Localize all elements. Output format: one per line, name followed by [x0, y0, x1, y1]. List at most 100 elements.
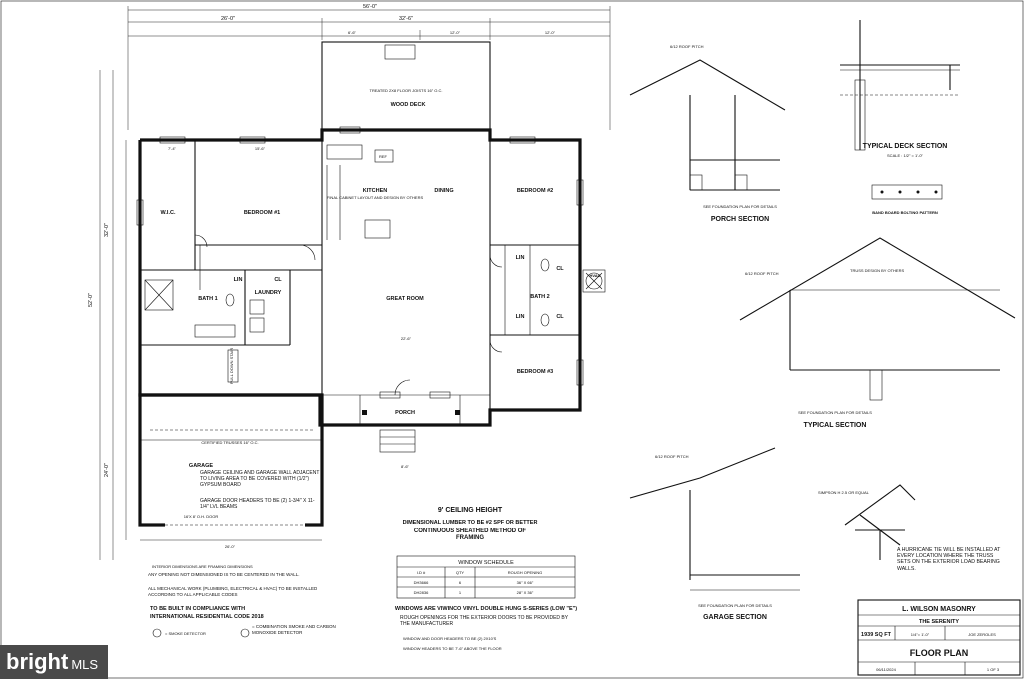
- compliance-line-1: TO BE BUILT IN COMPLIANCE WITH: [150, 606, 245, 612]
- kitchen-note: FINAL CABINET LAYOUT AND DESIGN BY OTHER…: [327, 195, 424, 200]
- smoke-detector-icon: [152, 628, 162, 638]
- truss-design-note: TRUSS DESIGN BY OTHERS: [850, 268, 904, 273]
- band-board-title: BAND BOARD BOLTING PATTERN: [872, 210, 938, 215]
- window-schedule-title: WINDOW SCHEDULE: [458, 560, 514, 566]
- ws-header-ro: ROUGH OPENING: [508, 570, 542, 575]
- porch-steps: [362, 410, 460, 453]
- pull-down-stair-label: PULL DOWN STAIR: [229, 348, 234, 384]
- house-walls: [138, 128, 582, 527]
- typical-section-ref: SEE FOUNDATION PLAN FOR DETAILS: [798, 410, 872, 415]
- drawing-date: 06/11/2024: [876, 667, 896, 672]
- porch-section: 6/12 ROOF PITCH SEE FOUNDATION PLAN FOR …: [629, 44, 786, 223]
- kitchen-fixtures: [326, 144, 394, 240]
- laundry-label: LAUNDRY: [255, 290, 282, 296]
- ws-row1-ro: 36" X 66": [517, 580, 534, 585]
- bullet-notes: INTERIOR DIMENSIONS ARE FRAMING DIMENSIO…: [148, 564, 336, 638]
- drawn-by: JOE ZEROLES: [968, 632, 996, 637]
- closet1-label: CL: [274, 277, 282, 283]
- mid-top-dimension: 32'-6": [399, 16, 413, 22]
- porch-roof-pitch: 6/12 ROOF PITCH: [670, 44, 704, 49]
- bedroom2-label: BEDROOM #2: [517, 188, 553, 194]
- deck-width-1: 6'-6": [348, 30, 357, 35]
- top-dimensions: 56'-0" 26'-0" 32'-6" 6'-6" 12'-0" 12'-0": [127, 4, 611, 130]
- bullet-note-2: ANY OPENING NOT DIMENSIONED IS TO BE CEN…: [148, 572, 300, 577]
- ws-row2-qty: 1: [459, 590, 462, 595]
- ws-row1-qty: 6: [459, 580, 462, 585]
- garage-area: CERTIFIED TRUSSES 16" O.C. GARAGE GARAGE…: [140, 429, 322, 549]
- typical-section-title: TYPICAL SECTION: [804, 422, 867, 429]
- windows-note: WINDOWS ARE VIWINCO VINYL DOUBLE HUNG S-…: [395, 606, 577, 612]
- pull-down-stair: [227, 349, 239, 383]
- simpson-note: SIMPSON H 2.5 OR EQUAL: [818, 490, 870, 495]
- square-footage: 1939 SQ FT: [861, 632, 892, 638]
- kitchen-label: KITCHEN: [363, 188, 387, 194]
- co-detector-icon: [240, 628, 250, 638]
- bullet-note-1: INTERIOR DIMENSIONS ARE FRAMING DIMENSIO…: [152, 564, 253, 569]
- lumber-note: DIMENSIONAL LUMBER TO BE #2 SPF OR BETTE…: [403, 520, 538, 526]
- header-height-note: WINDOW HEADERS TO BE 7'-6" ABOVE THE FLO…: [403, 646, 502, 651]
- left-side-dimension-2: 32'-0": [104, 223, 110, 237]
- bath1-label: BATH 1: [198, 296, 217, 302]
- porch-width: 8'-6": [401, 464, 410, 469]
- bedroom1-width: 15'-6": [255, 146, 266, 151]
- ceiling-height-note: 9' CEILING HEIGHT: [438, 507, 503, 514]
- garage-door-label: 16'X 8' O.H. DOOR: [184, 514, 219, 519]
- hurricane-tie-detail: SIMPSON H 2.5 OR EQUAL A HURRICANE TIE W…: [818, 484, 1000, 572]
- bright-mls-watermark: bright MLS: [0, 645, 108, 679]
- deck-section-scale: SCALE : 1/2" = 1'-0": [887, 153, 924, 158]
- door-swings: [194, 234, 503, 396]
- wic-width: 7'-4": [168, 146, 177, 151]
- bullet-note-3: ALL MECHANICAL WORK (PLUMBING, ELECTRICA…: [148, 586, 318, 597]
- linen3-label: LIN: [516, 314, 525, 320]
- ws-row2-ro: 28" X 36": [517, 590, 534, 595]
- wic-label: W.I.C.: [161, 210, 176, 216]
- drawing-scale: 1/4"= 1'-0": [911, 632, 930, 637]
- framing-note: CONTINUOUS SHEATHED METHOD OF FRAMING: [413, 528, 527, 541]
- company-name: L. WILSON MASONRY: [902, 606, 976, 613]
- left-top-dimension: 26'-0": [221, 16, 235, 22]
- typical-roof-pitch: 6/12 ROOF PITCH: [745, 271, 779, 276]
- deck-section: TYPICAL DECK SECTION SCALE : 1/2" = 1'-0…: [840, 20, 960, 215]
- title-block: L. WILSON MASONRY THE SERENITY 1939 SQ F…: [857, 599, 1021, 676]
- windows: [136, 126, 584, 399]
- porch-section-ref: SEE FOUNDATION PLAN FOR DETAILS: [703, 204, 777, 209]
- bedroom3-label: BEDROOM #3: [517, 369, 553, 375]
- garage-label: GARAGE: [189, 463, 213, 469]
- deck-note: TREATED 2X8 FLOOR JOISTS 16" O.C.: [370, 88, 443, 93]
- linen2-label: LIN: [516, 255, 525, 261]
- closet3-label: CL: [556, 314, 564, 320]
- garage-section: 6/12 ROOF PITCH SEE FOUNDATION PLAN FOR …: [629, 447, 800, 621]
- overall-top-dimension: 56'-0": [363, 4, 377, 10]
- ref-label: REF: [379, 154, 388, 159]
- headers-note: WINDOW AND DOOR HEADERS TO BE (2) 2X10'S: [403, 636, 497, 641]
- ws-row2-id: DH2836: [414, 590, 429, 595]
- linen1-label: LIN: [234, 277, 243, 283]
- left-side-dimension-3: 24'-0": [104, 463, 110, 477]
- garage-roof-pitch: 6/12 ROOF PITCH: [655, 454, 689, 459]
- porch-section-title: PORCH SECTION: [711, 216, 769, 223]
- left-dimensions: 52'-0" 32'-0" 24'-0": [88, 70, 127, 560]
- smoke-detector-legend: = SMOKE DETECTOR: [165, 631, 206, 636]
- garage-section-title: GARAGE SECTION: [703, 614, 767, 621]
- rough-openings-note: ROUGH OPENINGS FOR THE EXTERIOR DOORS TO…: [400, 615, 568, 627]
- project-name: THE SERENITY: [919, 619, 959, 625]
- typical-section: 6/12 ROOF PITCH TRUSS DESIGN BY OTHERS S…: [739, 237, 1016, 429]
- hvac-label: HVAC: [589, 273, 600, 278]
- watermark-brand: bright: [6, 649, 69, 674]
- dining-label: DINING: [434, 188, 453, 194]
- co-detector-legend: = COMBINATION SMOKE AND CARBON MONOXIDE …: [252, 624, 336, 635]
- bedroom1-label: BEDROOM #1: [244, 210, 280, 216]
- garage-section-ref: SEE FOUNDATION PLAN FOR DETAILS: [698, 603, 772, 608]
- garage-bottom-dimension: 26'-0": [225, 544, 236, 549]
- bath-fixtures: [144, 258, 606, 338]
- deck-width-2: 12'-0": [450, 30, 461, 35]
- garage-header-note: GARAGE DOOR HEADERS TO BE (2) 1-3/4" X 1…: [200, 498, 315, 510]
- wood-deck: TREATED 2X8 FLOOR JOISTS 16" O.C. WOOD D…: [321, 41, 491, 131]
- ws-row1-id: DH3666: [414, 580, 429, 585]
- deck-section-title: TYPICAL DECK SECTION: [863, 143, 948, 150]
- room-labels: KITCHEN FINAL CABINET LAYOUT AND DESIGN …: [161, 154, 601, 416]
- bath2-label: BATH 2: [530, 294, 549, 300]
- wood-deck-label: WOOD DECK: [391, 102, 426, 108]
